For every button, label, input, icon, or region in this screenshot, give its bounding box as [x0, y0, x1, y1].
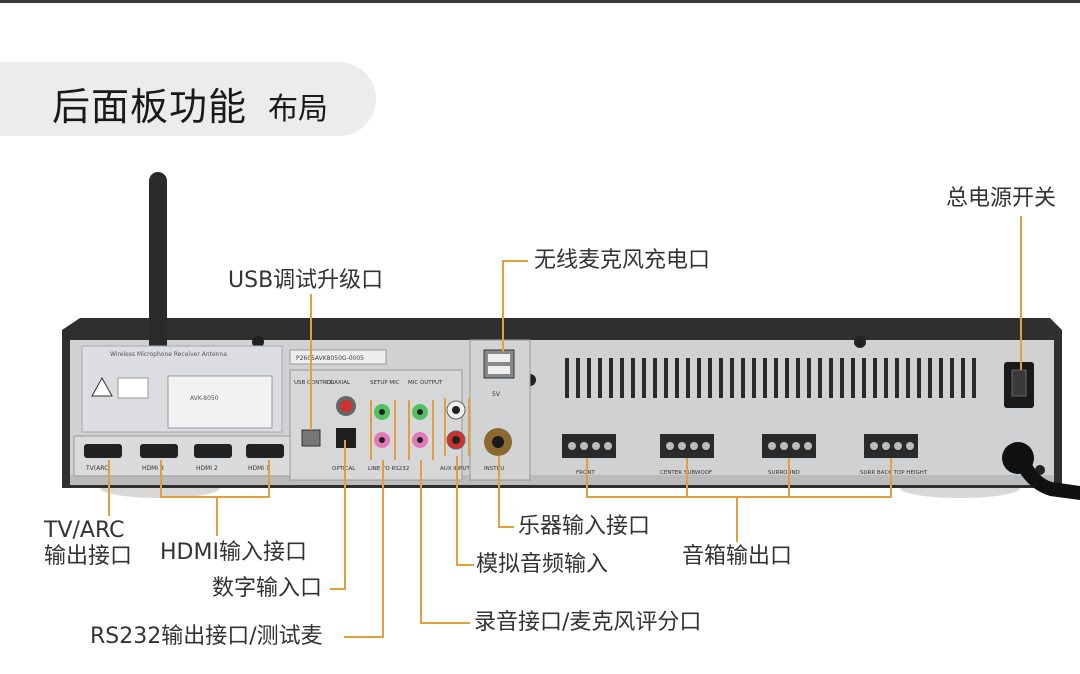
usb-control-port-label: USB CONTROL — [294, 380, 335, 386]
wireless-mic-charge-label: 无线麦克风充电口 — [534, 248, 711, 273]
callout-line-wireless-charge — [502, 260, 528, 262]
antenna-label: Wireless Microphone Receiver Antenna — [110, 351, 227, 358]
aux-input-port-label: AUX INPUT — [440, 466, 470, 472]
callout-line-digital-v — [344, 440, 346, 590]
tv-arc-label-line2: 输出接口 — [44, 544, 133, 569]
callout-line-hdmi-r — [268, 460, 270, 498]
callout-line-wireless-charge-v — [502, 260, 504, 352]
top-border-line — [0, 0, 1080, 3]
surround-label: SURROUND — [768, 470, 800, 476]
hdmi2-port-label: HDMI 2 — [196, 465, 218, 472]
callout-line-rs232-h — [344, 636, 384, 638]
record-port-label: 录音接口/麦克风评分口 — [474, 610, 702, 635]
callout-line-rs232-box2 — [394, 400, 396, 460]
page-subtitle: 布局 — [268, 92, 328, 127]
tv-arc-port-label: TV(ARC) — [85, 465, 111, 472]
coaxial-port-label: COAXIAL — [326, 380, 351, 386]
front-speaker-label: FRONT — [576, 470, 595, 476]
callout-line-speaker-h — [586, 496, 892, 498]
callout-line-speaker-1 — [586, 458, 588, 498]
callout-line-rs232-v — [382, 460, 384, 638]
callout-line-instrument-h — [498, 526, 514, 528]
callout-line-analog-v — [456, 456, 458, 566]
callout-line-record-h — [420, 622, 470, 624]
power-switch-label: 总电源开关 — [946, 186, 1057, 211]
dc-5v-label: 5V — [492, 391, 501, 398]
surr-back-label: SURR BACK TOP HEIGHT — [860, 470, 928, 476]
model-label: AVK-8050 — [190, 395, 219, 402]
callout-line-instrument-v — [498, 456, 500, 528]
callout-line-speaker-2 — [686, 458, 688, 498]
callout-line-analog-h — [456, 564, 474, 566]
callout-line-record-v — [420, 460, 422, 624]
title-banner — [0, 62, 376, 136]
callout-line-speaker-3 — [788, 458, 790, 498]
callout-line-analog-box2 — [468, 398, 470, 456]
callout-line-speaker-v — [736, 496, 738, 542]
line-rs232-port-label: LINE TO RS232 — [368, 466, 409, 472]
callout-line-rs232-box — [370, 400, 372, 460]
callout-line-hdmi-v — [216, 496, 218, 536]
callout-line-hdmi-l — [160, 460, 162, 498]
callout-line-power — [1020, 216, 1022, 370]
hdmi3-port-label: HDMI 3 — [142, 465, 164, 472]
callout-line-digital-h — [330, 588, 346, 590]
callout-line-tv-arc — [108, 460, 110, 516]
setup-mic-port-label: SETUP MIC — [370, 380, 400, 386]
callout-line-record-box2 — [432, 400, 434, 460]
serial-label: P2605AVK8050G-0005 — [296, 355, 364, 362]
rs232-label: RS232输出接口/测试麦 — [90, 624, 323, 649]
callout-line-hdmi-h — [160, 496, 270, 498]
callout-line-speaker-4 — [890, 458, 892, 498]
usb-debug-label: USB调试升级口 — [228, 268, 384, 293]
callout-line-usb — [310, 294, 312, 430]
instrument-input-label: 乐器输入接口 — [518, 514, 651, 539]
hdmi-input-label: HDMI输入接口 — [160, 540, 307, 565]
callout-line-analog-box — [444, 398, 446, 456]
callout-line-record-box — [408, 400, 410, 460]
tv-arc-label-line1: TV/ARC — [44, 518, 125, 543]
hdmi1-port-label: HDMI 1 — [248, 465, 270, 472]
page-title: 后面板功能 — [52, 85, 248, 129]
digital-input-label: 数字输入口 — [212, 576, 323, 601]
instru-port-label: INSTRU — [484, 466, 504, 472]
speaker-output-label: 音箱输出口 — [682, 544, 793, 569]
analog-audio-input-label: 模拟音频输入 — [476, 552, 609, 577]
mic-output-port-label: MIC OUTPUT — [408, 380, 443, 386]
